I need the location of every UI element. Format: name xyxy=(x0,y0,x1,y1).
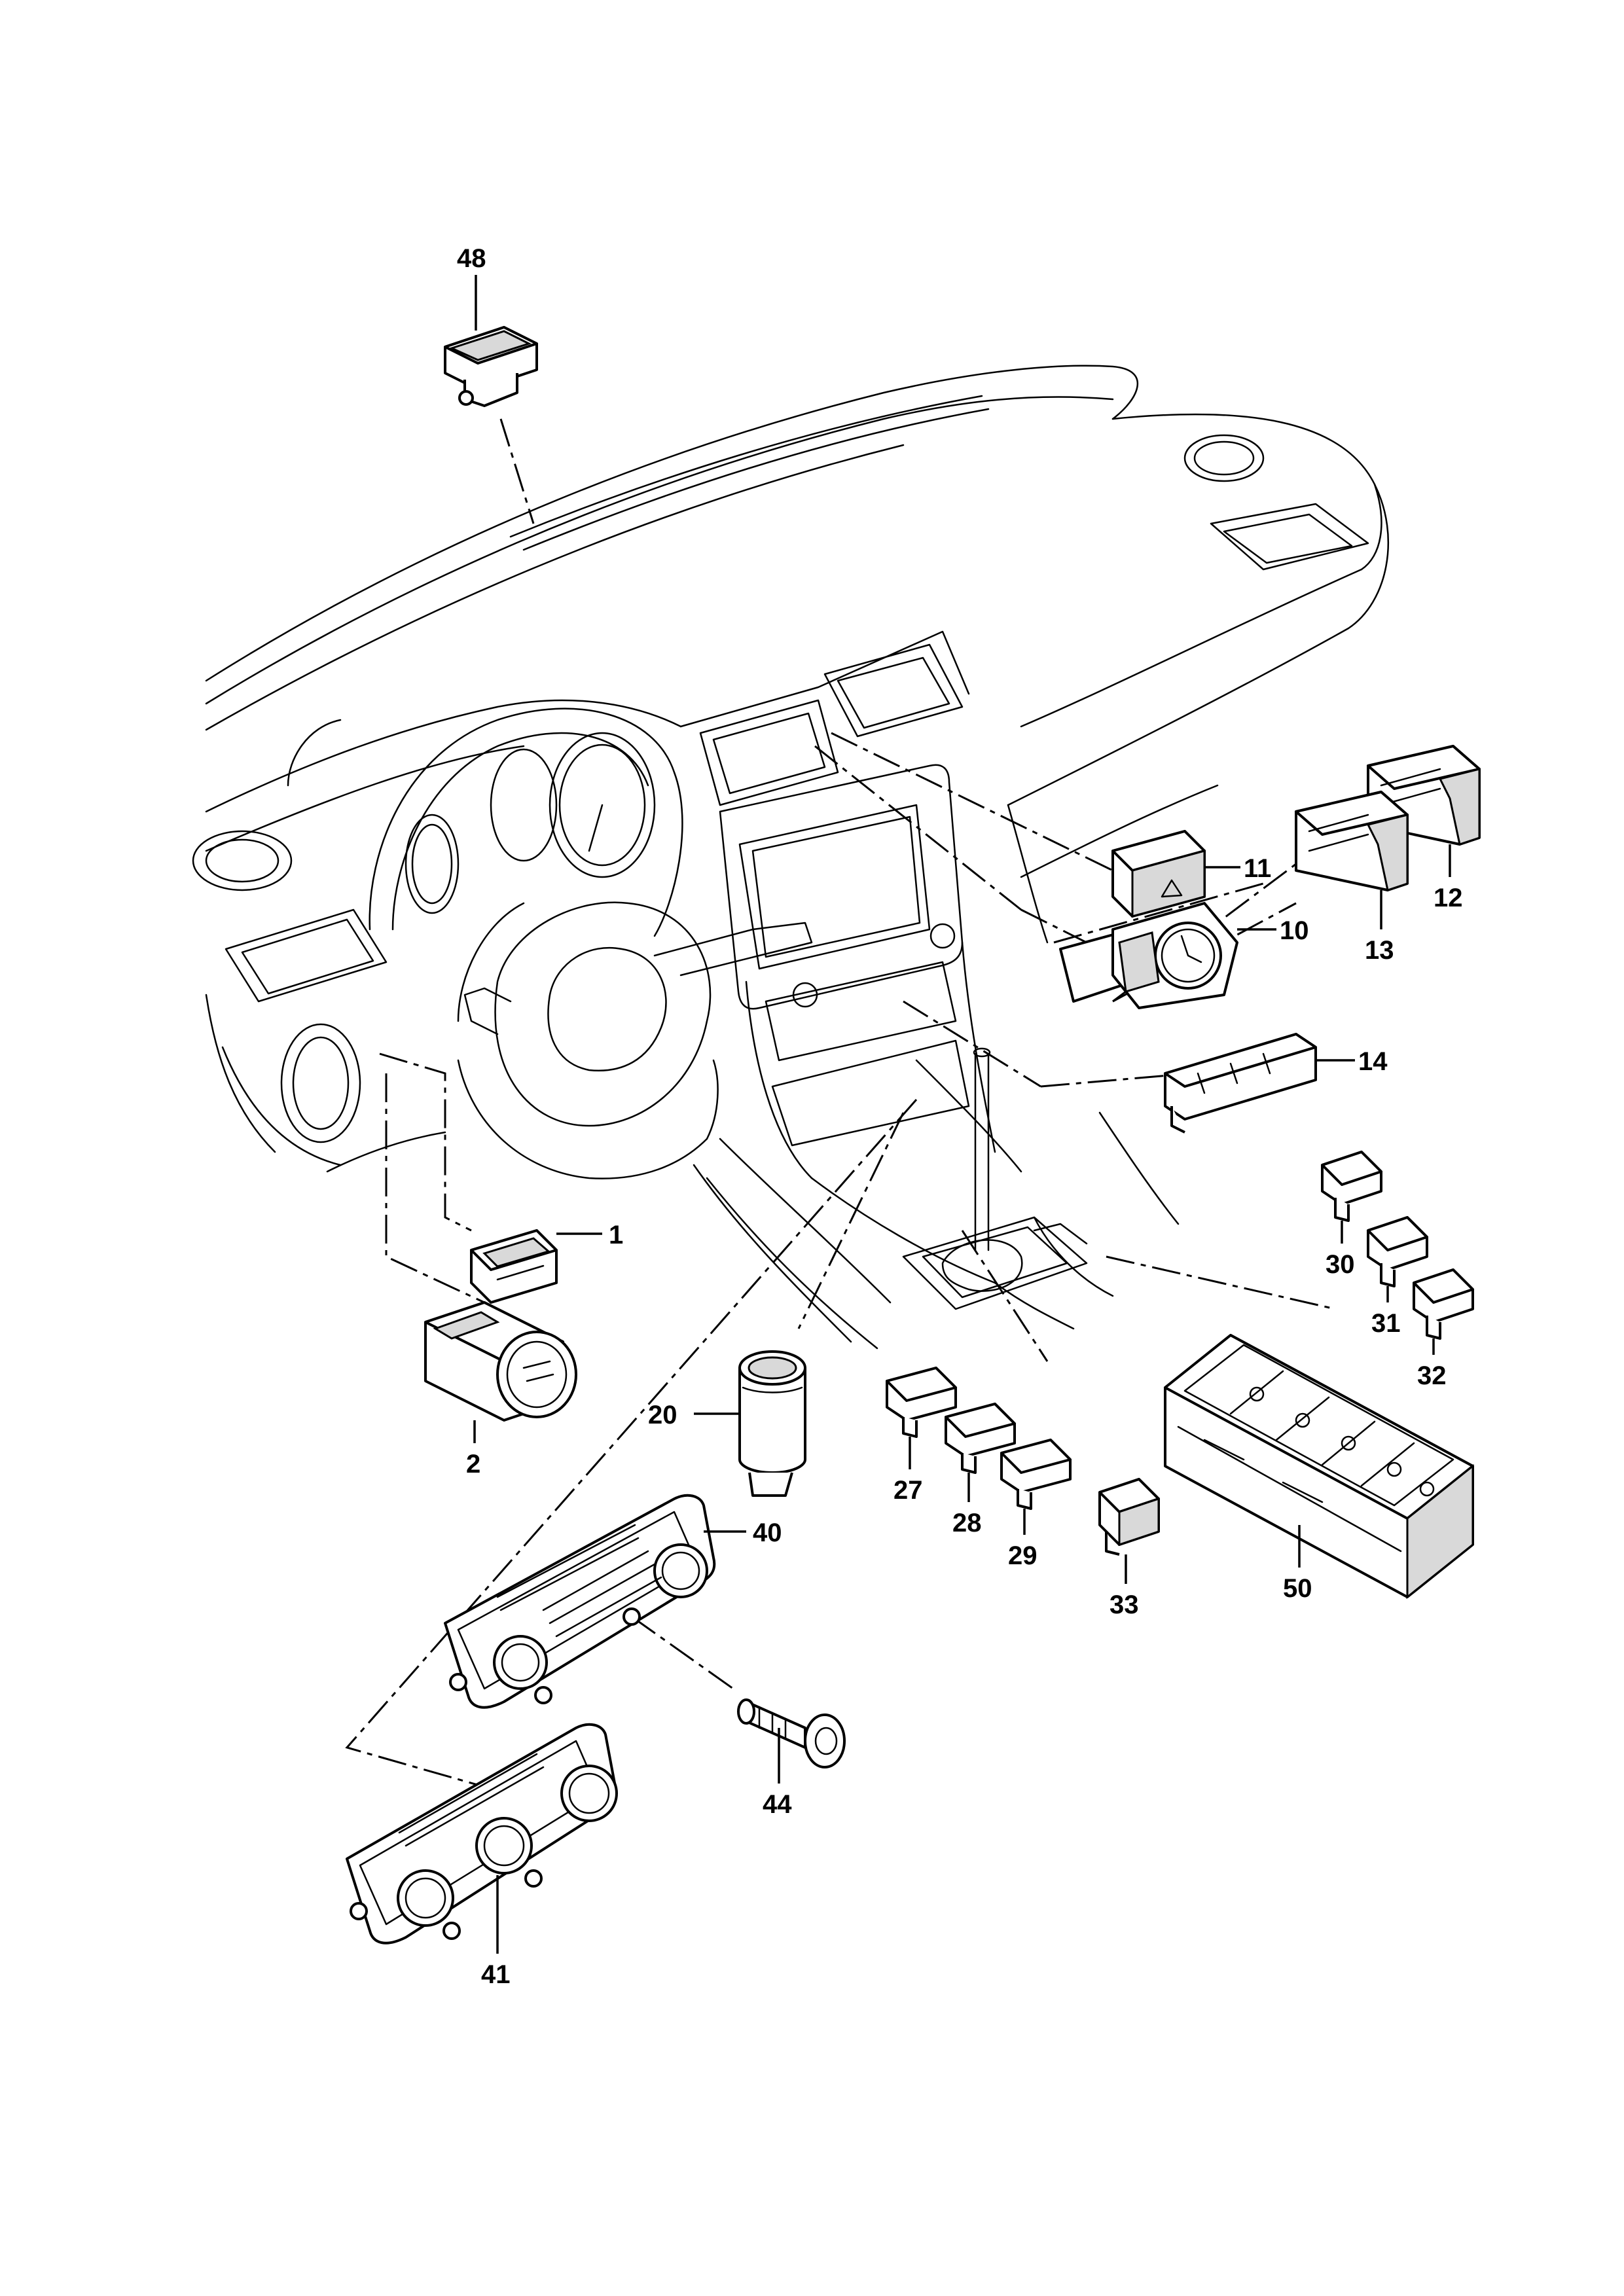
part-41-climate-panel xyxy=(346,1723,618,1945)
callout-14: 14 xyxy=(1358,1047,1388,1076)
part-29-cap xyxy=(1000,1439,1072,1510)
callout-12: 12 xyxy=(1434,884,1463,912)
part-33-switch xyxy=(1098,1478,1160,1556)
callout-41: 41 xyxy=(481,1960,511,1989)
callout-2: 2 xyxy=(466,1450,480,1479)
callout-10: 10 xyxy=(1280,916,1309,945)
callout-31: 31 xyxy=(1371,1309,1401,1338)
callout-20: 20 xyxy=(648,1401,677,1429)
part-31-cap xyxy=(1367,1216,1428,1287)
part-20-socket xyxy=(738,1350,806,1497)
part-40-climate-panel xyxy=(444,1494,716,1709)
part-30-cap xyxy=(1321,1151,1382,1222)
part-10-clock xyxy=(1059,902,1238,1009)
callout-28: 28 xyxy=(952,1509,982,1537)
part-28-cap xyxy=(945,1403,1016,1474)
leader-lines xyxy=(473,275,1451,1954)
part-14-switch-strip xyxy=(1164,1033,1317,1134)
part-2-light-switch xyxy=(424,1301,577,1422)
callout-44: 44 xyxy=(763,1790,792,1819)
part-44-screw xyxy=(737,1698,846,1768)
part-50-switch-panel xyxy=(1164,1334,1474,1600)
part-13-switch xyxy=(1295,791,1409,891)
callout-48: 48 xyxy=(457,244,486,273)
reference-lines xyxy=(345,418,1336,1788)
callout-29: 29 xyxy=(1008,1541,1038,1570)
callout-30: 30 xyxy=(1326,1250,1355,1279)
callout-32: 32 xyxy=(1417,1361,1447,1390)
part-32-cap xyxy=(1413,1268,1474,1340)
part-27-cap xyxy=(886,1367,957,1438)
callout-11: 11 xyxy=(1244,854,1271,883)
part-11-hazard-switch xyxy=(1111,830,1206,918)
part-48-switch xyxy=(444,326,538,407)
callout-40: 40 xyxy=(753,1518,782,1547)
callout-labels: 48 11 12 13 10 14 1 30 31 32 2 20 27 28 … xyxy=(457,244,1463,1989)
callout-33: 33 xyxy=(1110,1590,1139,1619)
part-1-switch xyxy=(470,1229,558,1304)
dashboard-outline xyxy=(192,365,1390,1350)
callout-13: 13 xyxy=(1365,936,1394,965)
callout-27: 27 xyxy=(893,1476,923,1505)
callout-1: 1 xyxy=(609,1221,623,1249)
callout-50: 50 xyxy=(1283,1574,1312,1603)
